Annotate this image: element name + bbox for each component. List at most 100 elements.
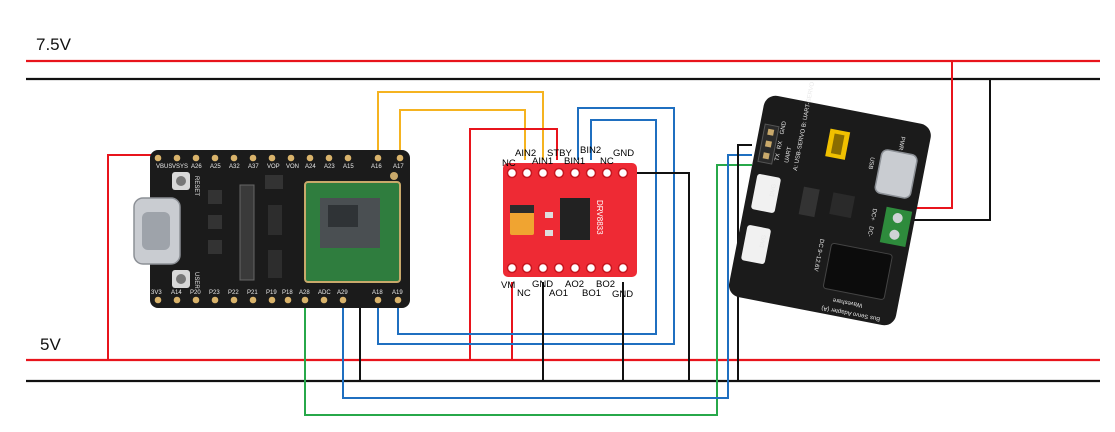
smd-component (265, 175, 283, 189)
antenna-pad (390, 172, 398, 180)
driver-pin-label: STBY (547, 148, 572, 159)
mcu-pin (192, 296, 200, 304)
mcu-bottom-pin-label: A18 (372, 290, 383, 296)
usb-label: USB (867, 156, 875, 169)
wire-bin2-a19 (397, 119, 657, 335)
mcu-top-pin-label: A26 (191, 164, 202, 170)
mcu-pin (325, 154, 333, 162)
driver-pin-label: NC (517, 288, 531, 299)
mcu-bottom-pin-label: P23 (209, 290, 220, 296)
mcu-pin (394, 296, 402, 304)
driver-pin-label: BO2 (596, 279, 615, 290)
mcu-pin (374, 296, 382, 304)
mcu-top-pins (154, 154, 404, 162)
driver-bottom-pins (506, 262, 629, 274)
mode-jumper-inner (830, 133, 845, 156)
smd-component (208, 240, 222, 254)
smd-component (208, 215, 222, 229)
uart-header-pin (764, 140, 772, 148)
smd-component (268, 205, 282, 235)
mcu-pin (173, 296, 181, 304)
servo-connector-1 (751, 174, 781, 213)
mcu-pin (396, 154, 404, 162)
header-pin-label-gnd: GND (780, 120, 789, 135)
driver-pin-label: GND (612, 289, 633, 300)
driver-pin-label: NC (502, 158, 516, 169)
mcu-board: RESET USER (133, 150, 410, 308)
mcu-top-pin-label: A16 (371, 164, 382, 170)
wire-a29-rx (342, 154, 752, 399)
driver-pin (585, 167, 597, 179)
smd-component (208, 190, 222, 204)
smd-component (268, 250, 282, 278)
mcu-top-pin-label: A32 (229, 164, 240, 170)
mcu-top-pin-label: VSYS (172, 164, 188, 170)
wire-bin1-a18 (377, 107, 675, 345)
driver-pin-label: AIN1 (532, 156, 553, 167)
mcu-bottom-pins (154, 296, 402, 304)
mcu-pin (374, 154, 382, 162)
wire-mcu-vbus-5v (107, 154, 155, 360)
smd-component (829, 192, 856, 219)
mcu-pin (287, 154, 295, 162)
driver-pin (617, 262, 629, 274)
rail-label-5v: 5V (40, 335, 61, 354)
mcu-pin (268, 296, 276, 304)
header-pin-label-tx: TX (774, 153, 781, 162)
mcu-bottom-pin-label: A19 (392, 290, 403, 296)
dc-screw-terminal (879, 206, 913, 248)
driver-pin (569, 262, 581, 274)
mcu-pin (211, 154, 219, 162)
wire-a16-ain2 (377, 91, 544, 160)
screw (892, 213, 903, 224)
mcu-pin (192, 154, 200, 162)
servo-connector-label: DVG (770, 183, 778, 197)
wires (107, 61, 991, 416)
driver-smd (545, 230, 553, 236)
servo-adapter-board: GND RX TX UART A: USB-SERVO B: UART-SERV… (728, 81, 931, 326)
driver-pin-label: VM (501, 280, 515, 291)
driver-pin (506, 167, 518, 179)
reset-label: RESET (193, 176, 199, 196)
driver-pin (601, 167, 613, 179)
flex-connector (239, 184, 255, 281)
driver-pin-label: BO1 (582, 288, 601, 299)
mcu-bottom-pin-labels: 3V3 A14 P20 P23 P22 P21 P19 P18 A28 ADC … (151, 290, 403, 296)
dc-plus-label: DC+ (869, 208, 877, 222)
mcu-bottom-pin-label: A14 (171, 290, 182, 296)
mcu-top-pin-label: A15 (343, 164, 354, 170)
driver-pin (537, 167, 549, 179)
usb-c-inner (142, 212, 170, 250)
driver-pin (585, 262, 597, 274)
driver-pin (521, 262, 533, 274)
driver-bottom-labels: VM NC GND AO1 AO2 BO1 BO2 GND (501, 279, 633, 300)
wire-dc-plus-7v5 (905, 61, 953, 209)
mcu-pin (230, 296, 238, 304)
driver-pin-label: AO1 (549, 288, 568, 299)
driver-pin (506, 262, 518, 274)
driver-pin (537, 262, 549, 274)
uart-label: UART (784, 146, 793, 163)
driver-pin-label: BIN1 (564, 156, 585, 167)
wire-a17-ain1 (399, 109, 526, 160)
driver-name: DRV8833 (595, 200, 604, 235)
drv8833-board: DRV8833 (503, 163, 637, 277)
driver-pin-label: AIN2 (515, 148, 536, 159)
driver-pin (553, 262, 565, 274)
smd-component (798, 186, 820, 218)
brand-label: Waveshare (832, 296, 863, 308)
mcu-top-pin-label: A37 (248, 164, 259, 170)
dc-minus-label: DC- (866, 225, 874, 237)
mcu-bottom-pin-label: P22 (228, 290, 239, 296)
mcu-pin (301, 296, 309, 304)
mcu-pin (249, 296, 257, 304)
driver-pin (521, 167, 533, 179)
mcu-bottom-pin-label: P19 (266, 290, 277, 296)
driver-pin (553, 167, 565, 179)
mcu-pin (154, 296, 162, 304)
driver-top-labels: NC AIN2 AIN1 STBY BIN1 BIN2 NC GND (502, 145, 634, 169)
servo-usb-c (874, 149, 918, 199)
mcu-bottom-pin-label: P18 (282, 290, 293, 296)
servo-connector-label: DVG (760, 234, 768, 248)
